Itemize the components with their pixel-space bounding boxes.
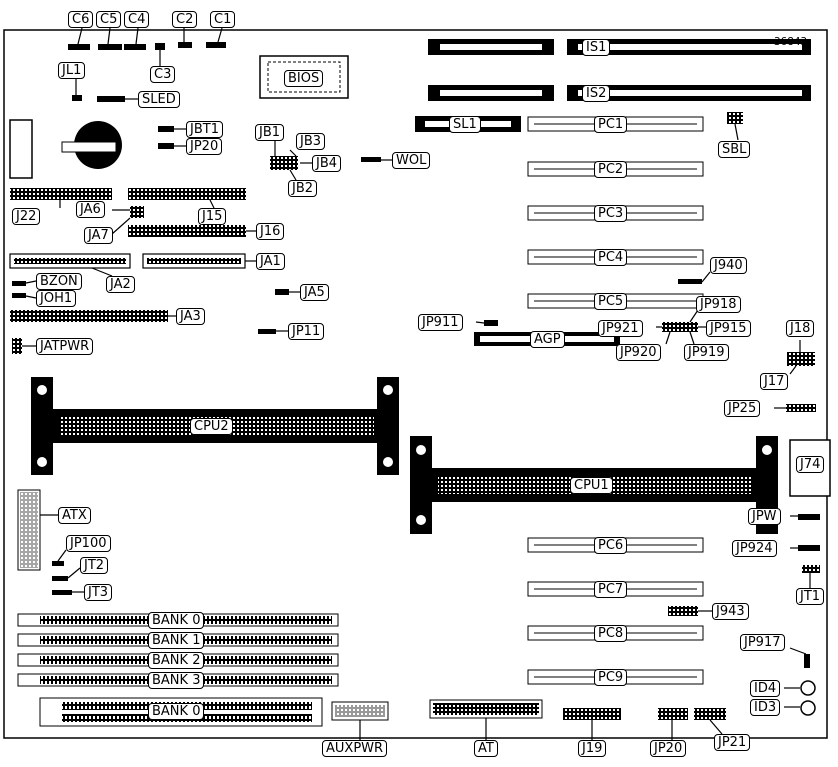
id3-led: [800, 700, 816, 716]
label-c2: C2: [172, 11, 198, 28]
figure-number: 36843: [774, 35, 808, 48]
label-sbl: SBL: [718, 141, 751, 158]
label-bank1: BANK 1: [148, 632, 205, 649]
label-jp920: JP920: [616, 344, 661, 361]
isa-slots: [415, 39, 811, 132]
label-ja5: JA5: [300, 284, 329, 301]
label-j19: J19: [578, 740, 607, 757]
label-c3: C3: [150, 66, 176, 83]
label-ja1: JA1: [256, 253, 285, 270]
label-j943: J943: [712, 603, 749, 620]
label-atx: ATX: [58, 507, 91, 524]
label-j18: J18: [786, 320, 815, 337]
label-pc3: PC3: [594, 205, 628, 222]
label-ja3: JA3: [176, 308, 205, 325]
label-jpw: JPW: [748, 508, 781, 525]
left-headers: [9, 112, 743, 354]
top-jumpers: [68, 42, 226, 102]
label-j16: J16: [256, 223, 285, 240]
label-id4: ID4: [750, 680, 781, 697]
label-jt2: JT2: [80, 557, 109, 574]
label-pc1: PC1: [594, 116, 628, 133]
label-jb2: JB2: [288, 180, 318, 197]
label-wol: WOL: [392, 152, 431, 169]
label-c4: C4: [124, 11, 150, 28]
label-jatpwr: JATPWR: [36, 338, 94, 355]
label-jt1: JT1: [796, 588, 825, 605]
label-j74: J74: [796, 456, 825, 473]
label-jb3: JB3: [296, 133, 326, 150]
label-pc9: PC9: [594, 669, 628, 686]
label-pc6: PC6: [594, 537, 628, 554]
label-bank2: BANK 2: [148, 652, 205, 669]
label-cpu2: CPU2: [190, 418, 233, 435]
label-bank0b: BANK 0: [148, 703, 205, 720]
label-jp911: JP911: [418, 314, 463, 331]
label-bank3: BANK 3: [148, 672, 205, 689]
label-auxpwr: AUXPWR: [322, 740, 388, 757]
label-sl1: SL1: [449, 116, 481, 133]
label-jp915: JP915: [706, 320, 751, 337]
label-jp25: JP25: [724, 400, 761, 417]
label-c5: C5: [96, 11, 122, 28]
label-jp20-top: JP20: [186, 138, 223, 155]
battery: [9, 119, 122, 179]
label-jp100: JP100: [66, 535, 111, 552]
label-j940: J940: [710, 257, 747, 274]
label-is2: IS2: [582, 85, 611, 102]
label-jp924: JP924: [732, 540, 777, 557]
label-bios: BIOS: [284, 70, 324, 87]
label-jp11: JP11: [288, 323, 325, 340]
label-j15: J15: [198, 208, 227, 225]
label-pc5: PC5: [594, 293, 628, 310]
label-jp20-bottom: JP20: [650, 740, 687, 757]
label-is1: IS1: [582, 39, 611, 56]
label-ja7: JA7: [84, 227, 113, 244]
label-jt3: JT3: [84, 584, 113, 601]
label-pc4: PC4: [594, 249, 628, 266]
label-jp918: JP918: [696, 296, 741, 313]
label-pc7: PC7: [594, 581, 628, 598]
label-joh1: JOH1: [36, 290, 77, 307]
label-pc2: PC2: [594, 161, 628, 178]
label-jp917: JP917: [740, 634, 785, 651]
id4-led: [800, 680, 816, 696]
label-pc8: PC8: [594, 625, 628, 642]
label-j17: J17: [760, 373, 789, 390]
board-outline: [3, 29, 828, 739]
label-at: AT: [474, 740, 498, 757]
label-jb4: JB4: [312, 155, 342, 172]
label-agp: AGP: [530, 331, 565, 348]
label-id3: ID3: [750, 699, 781, 716]
label-jp919: JP919: [684, 344, 729, 361]
label-bzon: BZON: [36, 273, 82, 290]
atx-connector: [17, 489, 41, 571]
label-ja6: JA6: [76, 201, 105, 218]
label-ja2: JA2: [106, 276, 135, 293]
label-sled: SLED: [138, 91, 180, 108]
label-jl1: JL1: [58, 62, 86, 79]
label-bank0: BANK 0: [148, 612, 205, 629]
label-jbt1: JBT1: [186, 121, 223, 138]
label-jp21: JP21: [714, 734, 751, 751]
label-j22: J22: [12, 208, 41, 225]
label-jb1: JB1: [255, 124, 285, 141]
label-c6: C6: [68, 11, 94, 28]
label-jp921: JP921: [598, 320, 643, 337]
label-c1: C1: [210, 11, 236, 28]
label-cpu1: CPU1: [570, 477, 613, 494]
